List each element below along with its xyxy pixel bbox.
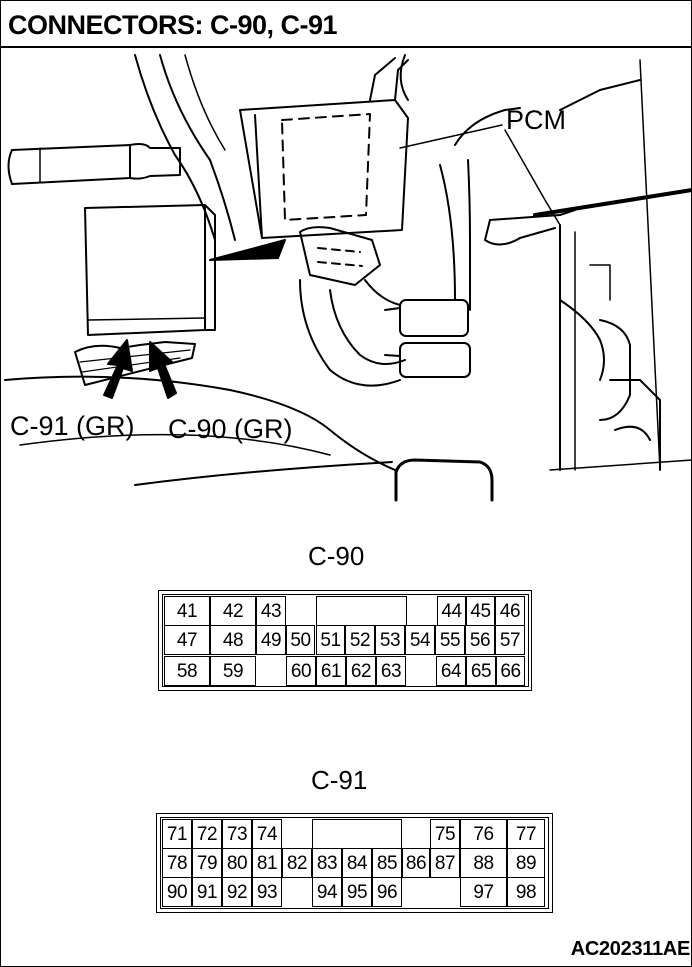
- c90-title: C-90: [308, 541, 365, 571]
- harness-connector-lower: [399, 342, 471, 378]
- pin-41: 41: [164, 596, 210, 626]
- pin-56: 56: [465, 625, 495, 655]
- location-illustration: [4, 54, 692, 502]
- pin-60: 60: [286, 656, 316, 686]
- pin-88: 88: [460, 848, 507, 878]
- pin-78: 78: [162, 848, 192, 878]
- c91-connector-outline: [156, 813, 553, 913]
- c91-callout-label: C-91 (GR): [10, 411, 135, 441]
- pin-77: 77: [507, 819, 545, 849]
- pin-46: 46: [495, 596, 525, 626]
- pin-45: 45: [466, 596, 495, 626]
- pin-98: 98: [507, 877, 545, 907]
- pin-72: 72: [192, 819, 222, 849]
- pin-43: 43: [256, 596, 286, 626]
- pin-73: 73: [222, 819, 252, 849]
- floor-contour-2: [19, 433, 331, 456]
- pin-80: 80: [222, 848, 252, 878]
- floor-box: [394, 458, 494, 502]
- relay-module: [84, 204, 206, 336]
- pin-86: 86: [402, 848, 430, 878]
- pin-95: 95: [342, 877, 372, 907]
- pcm-label: PCM: [506, 105, 566, 135]
- c91-title: C-91: [311, 765, 368, 795]
- pin-51: 51: [316, 625, 345, 655]
- pin-blank: [312, 819, 402, 849]
- pin-47: 47: [164, 625, 210, 655]
- pin-58: 58: [164, 656, 210, 686]
- pin-89: 89: [507, 848, 545, 878]
- pin-94: 94: [312, 877, 342, 907]
- c91-connector-inner: [160, 817, 549, 909]
- pin-52: 52: [345, 625, 375, 655]
- pcm-pointer: [209, 239, 286, 261]
- pin-74: 74: [252, 819, 282, 849]
- c90-callout-label: C-90 (GR): [168, 414, 293, 444]
- pin-blank: [406, 656, 436, 686]
- pin-44: 44: [437, 596, 466, 626]
- pin-64: 64: [436, 656, 466, 686]
- pin-65: 65: [466, 656, 496, 686]
- pin-57: 57: [495, 625, 525, 655]
- pin-49: 49: [256, 625, 286, 655]
- pin-blank: [282, 877, 312, 907]
- pin-63: 63: [376, 656, 406, 686]
- pin-97: 97: [460, 877, 507, 907]
- pin-93: 93: [252, 877, 282, 907]
- pin-75: 75: [430, 819, 460, 849]
- pin-84: 84: [342, 848, 372, 878]
- harness-connector-upper: [399, 299, 469, 337]
- page-title: CONNECTORS: C-90, C-91: [8, 10, 338, 40]
- c90-connector-outline: [158, 590, 532, 691]
- pin-55: 55: [435, 625, 465, 655]
- pin-50: 50: [286, 625, 315, 655]
- pin-53: 53: [375, 625, 405, 655]
- pin-59: 59: [210, 656, 256, 686]
- pcm-box: [239, 99, 409, 239]
- pin-90: 90: [162, 877, 192, 907]
- pin-blank: [256, 656, 286, 686]
- c90-connector-inner: [162, 594, 529, 687]
- pin-blank: [316, 596, 407, 626]
- dash-contour: [4, 375, 396, 471]
- floor-contour: [134, 461, 393, 486]
- pin-79: 79: [192, 848, 222, 878]
- pin-91: 91: [192, 877, 222, 907]
- pin-61: 61: [316, 656, 346, 686]
- pin-83: 83: [312, 848, 342, 878]
- pin-82: 82: [282, 848, 312, 878]
- title-divider: [0, 46, 692, 48]
- pin-42: 42: [210, 596, 256, 626]
- c90-arrow: [149, 341, 177, 399]
- pin-87: 87: [430, 848, 460, 878]
- pin-blank: [402, 877, 460, 907]
- c91-arrow: [103, 339, 133, 399]
- right-trim-line: [533, 188, 692, 217]
- pcm-leader: [399, 124, 503, 149]
- pin-76: 76: [460, 819, 507, 849]
- pin-54: 54: [405, 625, 435, 655]
- steering-rod: [11, 144, 131, 185]
- pin-48: 48: [210, 625, 256, 655]
- pin-92: 92: [222, 877, 252, 907]
- pin-71: 71: [162, 819, 192, 849]
- pin-85: 85: [372, 848, 402, 878]
- pin-66: 66: [496, 656, 525, 686]
- pin-96: 96: [372, 877, 402, 907]
- pin-81: 81: [252, 848, 282, 878]
- figure-id: AC202311AE: [570, 938, 691, 960]
- pin-62: 62: [346, 656, 376, 686]
